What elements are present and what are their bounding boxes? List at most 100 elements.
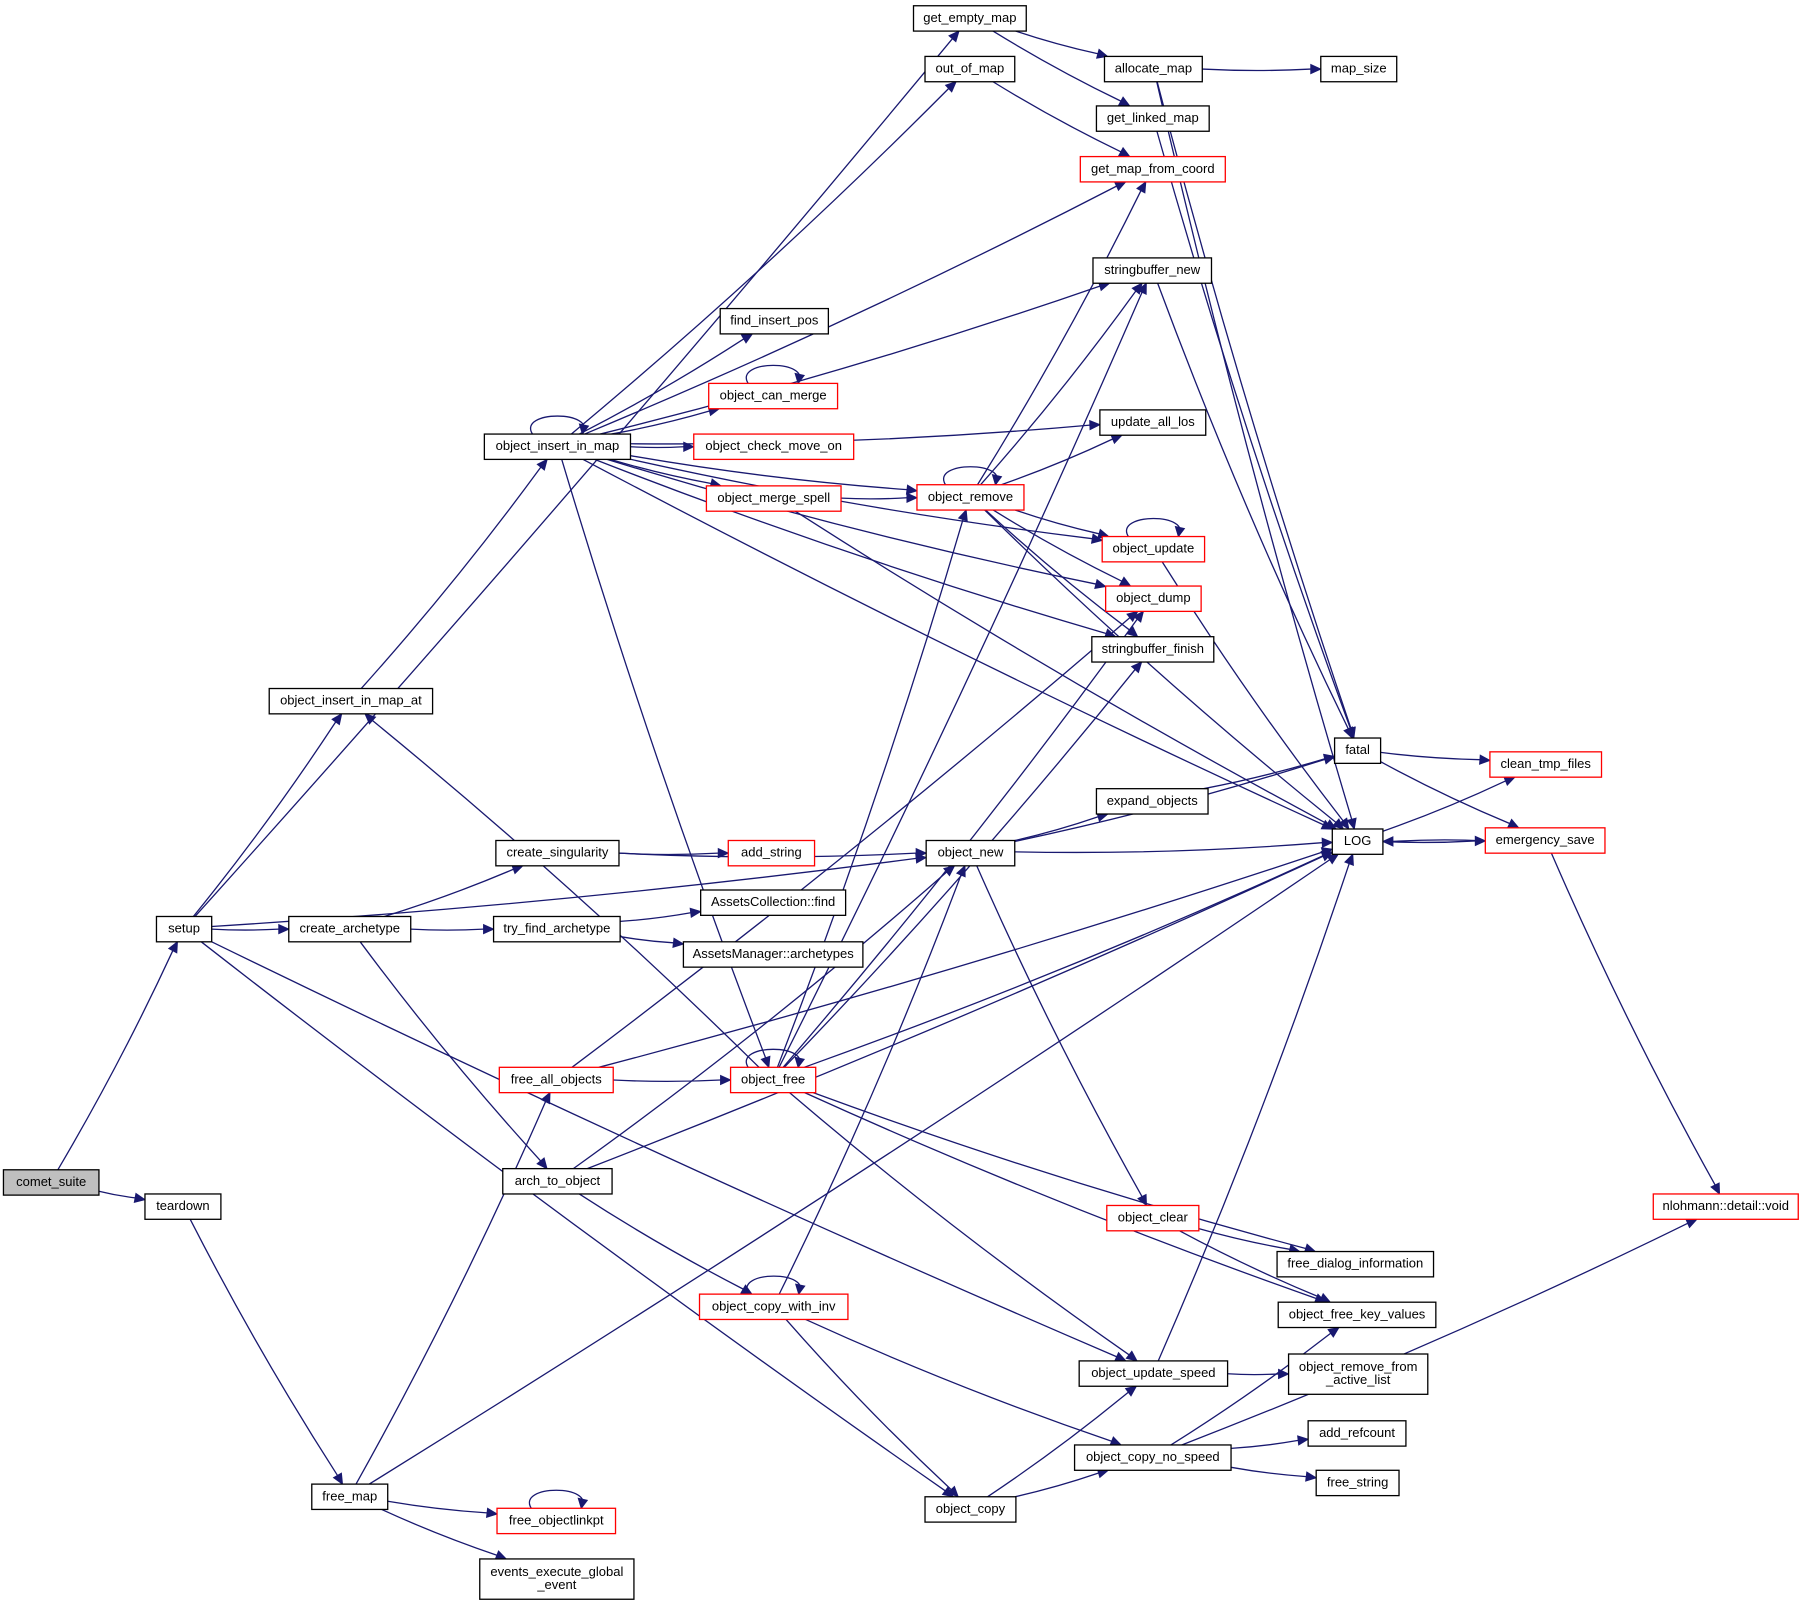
node-free-string[interactable]: free_string [1315, 1469, 1400, 1497]
self-call-edge [745, 364, 801, 384]
arrowhead [1338, 817, 1350, 830]
node-object-update[interactable]: object_update [1101, 535, 1206, 563]
node-label: setup [168, 921, 200, 936]
node-setup[interactable]: setup [155, 915, 213, 943]
node-label: update_all_los [1111, 414, 1195, 429]
node-assetsmanager-archetypes[interactable]: AssetsManager::archetypes [682, 941, 864, 968]
node-object-insert-in-map[interactable]: object_insert_in_map [483, 433, 632, 461]
node-box [1307, 1420, 1407, 1447]
node-label: object_update [1113, 541, 1195, 556]
node-object-copy[interactable]: object_copy [924, 1496, 1017, 1523]
node-label: allocate_map [1115, 61, 1192, 76]
node-arch-to-object[interactable]: arch_to_object [502, 1167, 613, 1195]
node-add-string[interactable]: add_string [727, 839, 816, 867]
node-get-empty-map[interactable]: get_empty_map [912, 5, 1027, 32]
node-box [1101, 535, 1206, 563]
node-add-refcount[interactable]: add_refcount [1307, 1420, 1407, 1447]
arrowhead [1321, 837, 1334, 848]
call-edge [1170, 1332, 1332, 1446]
call-edge [803, 855, 1324, 1068]
node-object-dump[interactable]: object_dump [1104, 585, 1202, 613]
node-log[interactable]: LOG [1331, 828, 1384, 855]
node-emergency-save[interactable]: emergency_save [1484, 827, 1606, 854]
node-box [1652, 1193, 1799, 1220]
call-edge [582, 458, 1324, 826]
call-edge [572, 871, 948, 1170]
arrowhead [948, 30, 960, 43]
arrowhead [794, 1056, 806, 1069]
node-update-all-los[interactable]: update_all_los [1099, 409, 1207, 436]
node-comet-suite[interactable]: comet_suite [2, 1169, 100, 1196]
node-allocate-map[interactable]: allocate_map [1103, 55, 1203, 83]
node-expand-objects[interactable]: expand_objects [1095, 788, 1209, 815]
node-object-check-move-on[interactable]: object_check_move_on [693, 433, 855, 461]
node-label: _active_list [1325, 1372, 1391, 1387]
node-create-singularity[interactable]: create_singularity [495, 839, 620, 867]
node-object-merge-spell[interactable]: object_merge_spell [705, 485, 842, 512]
node-object-free[interactable]: object_free [729, 1066, 817, 1094]
node-object-remove[interactable]: object_remove [916, 484, 1025, 511]
node-object-update-speed[interactable]: object_update_speed [1078, 1360, 1229, 1387]
node-box [1315, 1469, 1400, 1497]
node-assetscollection-find[interactable]: AssetsCollection::find [700, 889, 847, 916]
node-clean-tmp-files[interactable]: clean_tmp_files [1489, 751, 1603, 778]
node-label: create_archetype [300, 921, 400, 936]
node-label: find_insert_pos [730, 313, 819, 328]
node-free-objectlinkpt[interactable]: free_objectlinkpt [496, 1507, 617, 1535]
node-box [719, 307, 830, 335]
node-fatal[interactable]: fatal [1333, 737, 1382, 765]
arrowhead [947, 1485, 960, 1498]
node-object-can-merge[interactable]: object_can_merge [708, 382, 839, 410]
self-call-edge [746, 1275, 802, 1295]
node-object-clear[interactable]: object_clear [1106, 1204, 1200, 1232]
node-object-insert-in-map-at[interactable]: object_insert_in_map_at [268, 687, 434, 715]
node-object-new[interactable]: object_new [925, 839, 1016, 867]
node-label: add_refcount [1319, 1425, 1395, 1440]
node-out-of-map[interactable]: out_of_map [924, 55, 1016, 83]
node-object-free-key-values[interactable]: object_free_key_values [1277, 1301, 1437, 1329]
self-call-edge [745, 1048, 801, 1068]
node-box [708, 382, 839, 410]
arrowhead [1685, 1218, 1698, 1229]
node-create-archetype[interactable]: create_archetype [288, 915, 412, 943]
call-edge [570, 88, 950, 435]
node-free-dialog-information[interactable]: free_dialog_information [1276, 1250, 1435, 1278]
node-free-map[interactable]: free_map [311, 1483, 389, 1511]
node-box [727, 839, 816, 867]
arrowhead [1310, 63, 1323, 75]
node-box [1095, 788, 1209, 815]
node-teardown[interactable]: teardown [144, 1193, 222, 1220]
call-edge [1157, 283, 1349, 730]
node-try-find-archetype[interactable]: try_find_archetype [492, 915, 621, 943]
node-map-size[interactable]: map_size [1320, 55, 1398, 83]
node-events-execute-global-event[interactable]: events_execute_global_event [479, 1558, 635, 1600]
node-box [2, 1169, 100, 1196]
arrowhead [540, 1091, 551, 1105]
node-box [705, 485, 842, 512]
call-edge [789, 1092, 1130, 1356]
node-box [268, 687, 434, 715]
node-object-remove-from-active-list[interactable]: object_remove_from_active_list [1287, 1353, 1429, 1395]
node-box [1104, 585, 1202, 613]
node-free-all-objects[interactable]: free_all_objects [498, 1066, 614, 1094]
node-object-copy-no-speed[interactable]: object_copy_no_speed [1073, 1444, 1232, 1471]
call-edge [992, 509, 1123, 582]
arrowhead [760, 1055, 771, 1069]
node-label: object_free [741, 1071, 805, 1086]
node-box [700, 889, 847, 916]
node-get-linked-map[interactable]: get_linked_map [1095, 105, 1210, 132]
node-stringbuffer-finish[interactable]: stringbuffer_finish [1091, 636, 1215, 663]
node-label: object_insert_in_map [496, 438, 620, 453]
node-stringbuffer-new[interactable]: stringbuffer_new [1092, 257, 1213, 284]
arrowhead [1323, 754, 1336, 765]
node-label: comet_suite [16, 1174, 86, 1189]
node-label: free_objectlinkpt [509, 1512, 604, 1527]
arrowhead [794, 372, 806, 385]
node-object-copy-with-inv[interactable]: object_copy_with_inv [698, 1293, 849, 1321]
node-get-map-from-coord[interactable]: get_map_from_coord [1079, 155, 1226, 183]
node-find-insert-pos[interactable]: find_insert_pos [719, 307, 830, 335]
arrowhead [1124, 1385, 1138, 1397]
node-nlohmann-void[interactable]: nlohmann::detail::void [1652, 1193, 1799, 1220]
node-box [311, 1483, 389, 1511]
call-edge [610, 458, 712, 485]
